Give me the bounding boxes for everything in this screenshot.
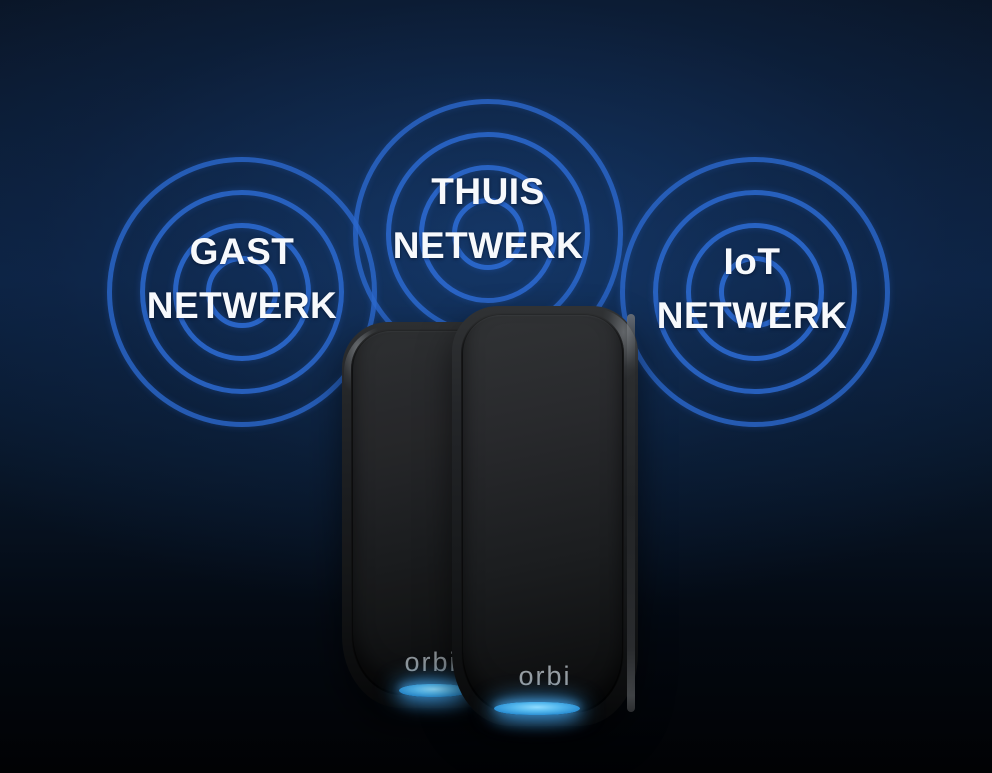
network-label-line2: NETWERK [392, 225, 584, 266]
thuis-network-label: THUIS NETWERK [308, 165, 668, 273]
signal-ring-icon [719, 256, 791, 328]
gast-network-label: GAST NETWERK [62, 225, 422, 333]
signal-ring-icon [686, 223, 824, 361]
orbi-router-front: orbi [452, 306, 638, 726]
network-label-line1: GAST [189, 231, 295, 272]
signal-ring-icon [620, 157, 890, 427]
signal-ring-icon [206, 256, 278, 328]
orbi-logo: orbi [518, 661, 572, 691]
network-label-line1: IoT [723, 241, 781, 282]
network-label-line1: THUIS [431, 171, 545, 212]
status-led [399, 684, 469, 697]
signal-ring-icon [419, 165, 557, 303]
signal-ring-icon [140, 190, 344, 394]
router-front-panel [461, 313, 624, 713]
status-led [494, 702, 580, 715]
signal-ring-icon [173, 223, 311, 361]
network-label-line2: NETWERK [656, 295, 848, 336]
signal-ring-icon [452, 198, 524, 270]
network-label-line2: NETWERK [146, 285, 338, 326]
orbi-logo: orbi [404, 647, 458, 677]
signal-ring-icon [653, 190, 857, 394]
iot-network-label: IoT NETWERK [572, 235, 932, 343]
side-bezel [627, 314, 635, 712]
iot-network-signal-icon [620, 157, 890, 427]
